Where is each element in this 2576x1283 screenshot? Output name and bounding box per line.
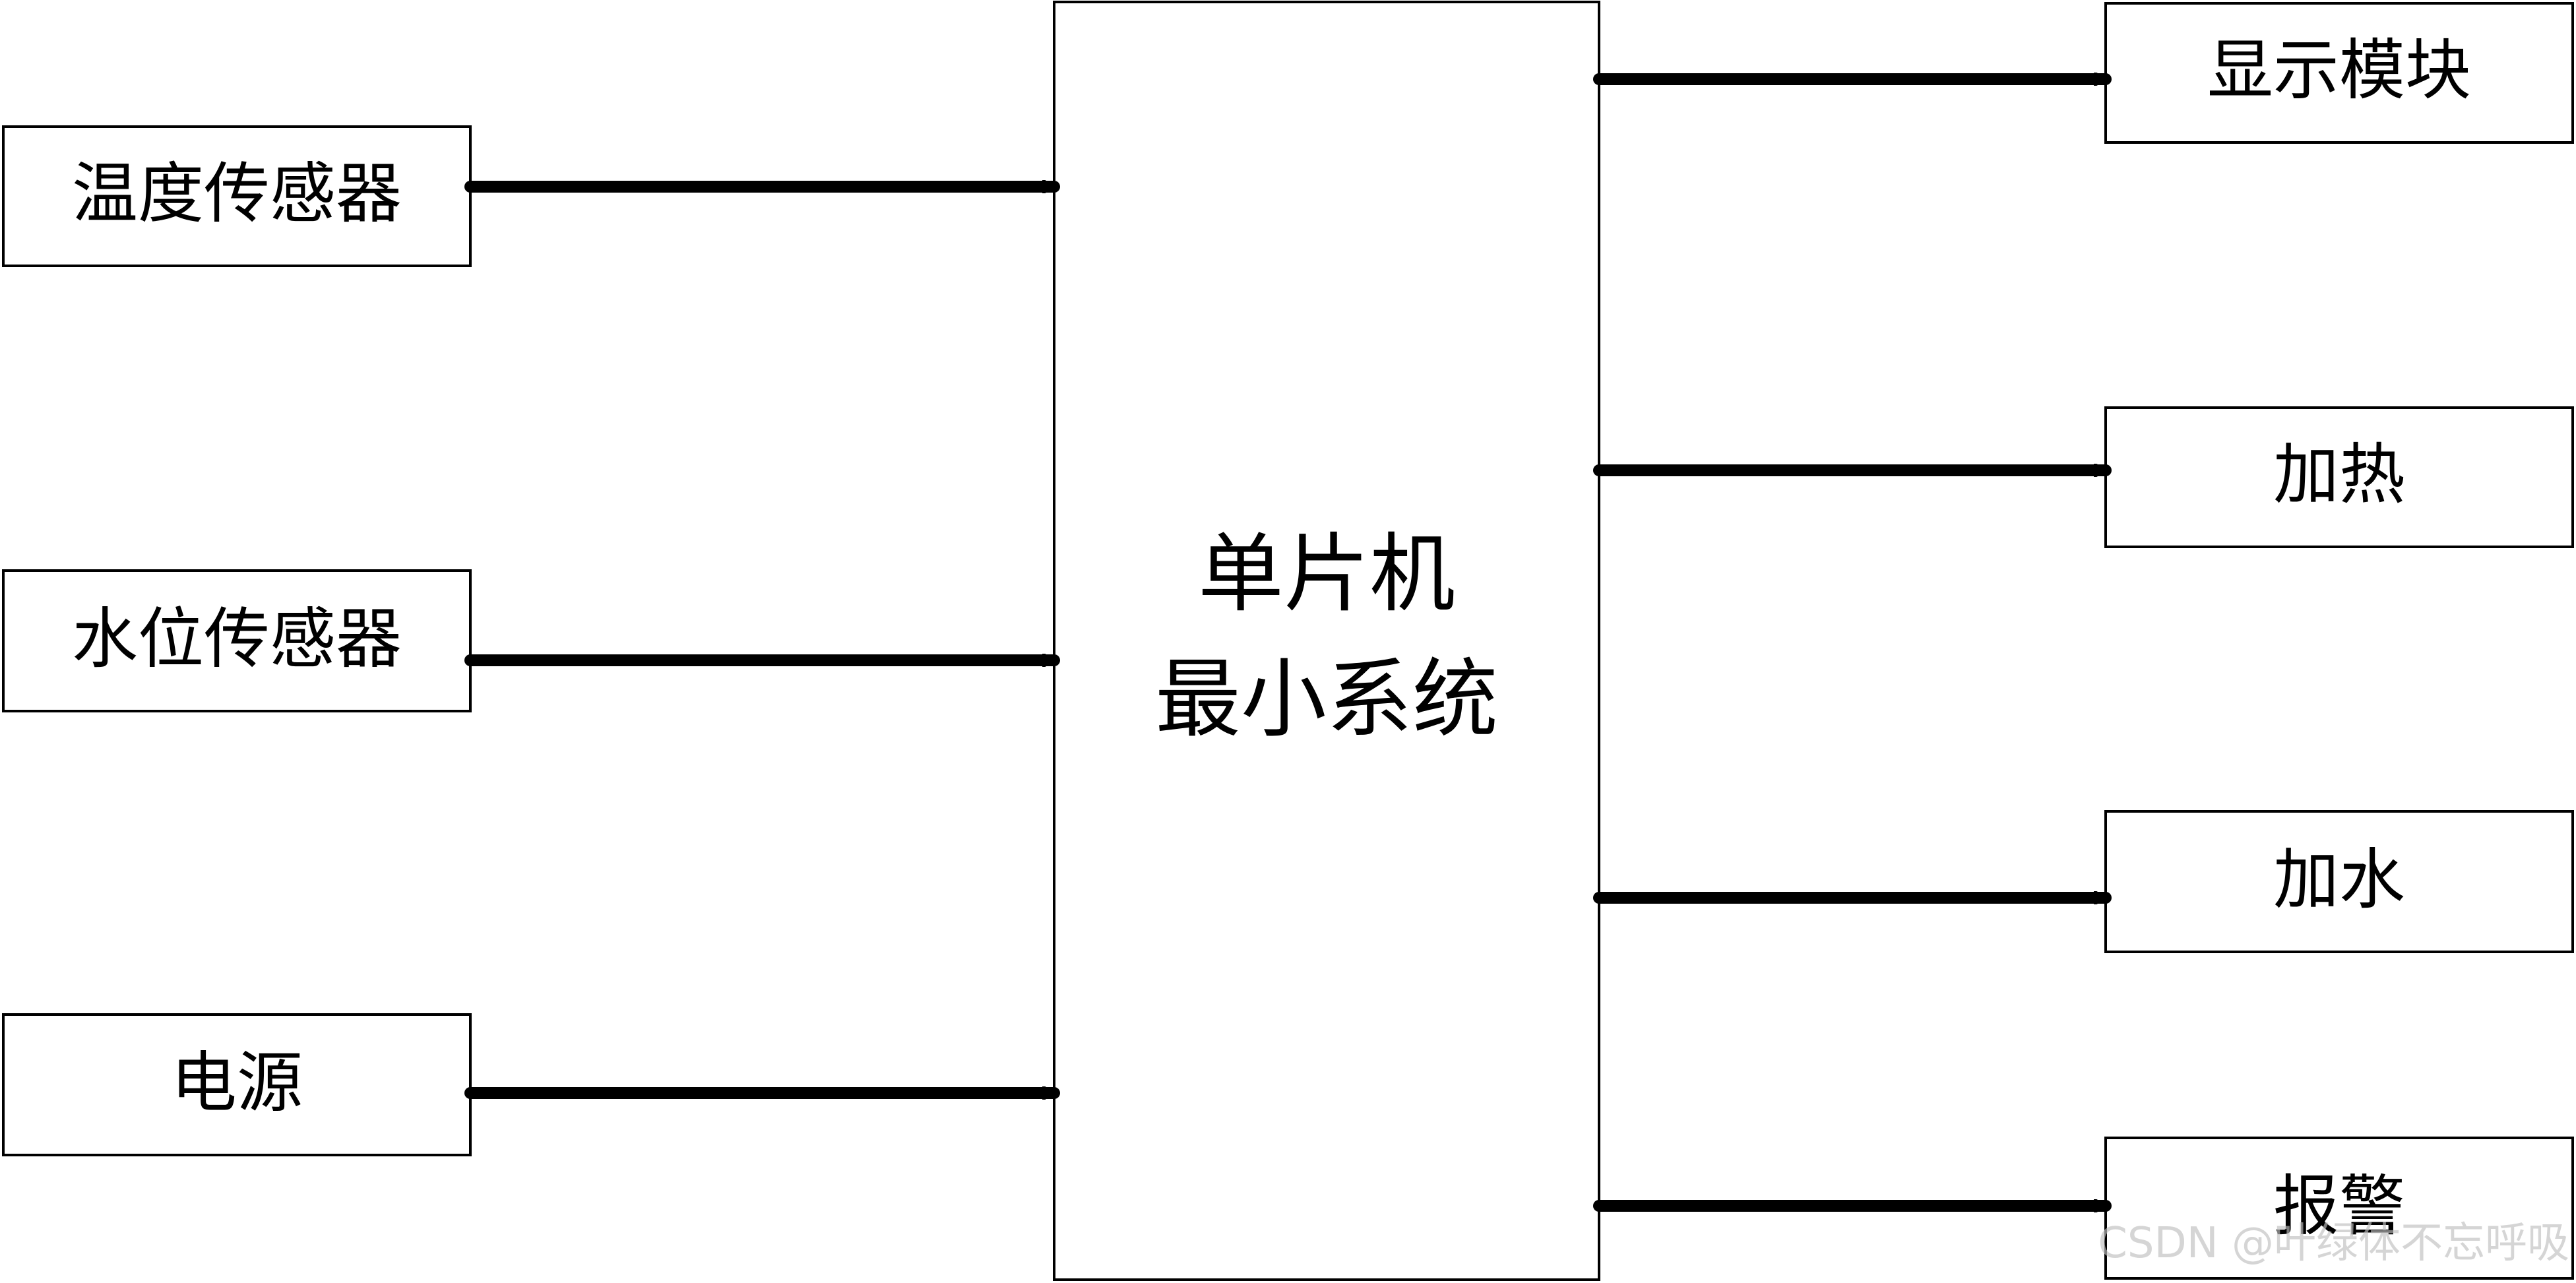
input-box-temperature-sensor: 温度传感器: [2, 125, 472, 267]
input-box-water-level-sensor: 水位传感器: [2, 569, 472, 712]
output-box-add-water: 加水: [2104, 810, 2574, 953]
output-box-display-module: 显示模块: [2104, 2, 2574, 144]
output-label-add-water: 加水: [2273, 841, 2405, 918]
output-label-display-module: 显示模块: [2207, 32, 2471, 109]
center-label-line1: 单片机: [1198, 524, 1455, 624]
center-box-mcu-minimum-system: 单片机 最小系统: [1053, 1, 1600, 1281]
csdn-watermark: CSDN @叶绿体不忘呼吸: [2098, 1219, 2569, 1268]
input-label-power-supply: 电源: [171, 1044, 303, 1121]
output-label-heating: 加热: [2273, 436, 2405, 513]
input-label-temperature-sensor: 温度传感器: [72, 155, 402, 232]
output-box-alarm: 报警: [2104, 1137, 2574, 1280]
input-label-water-level-sensor: 水位传感器: [72, 600, 402, 677]
input-box-power-supply: 电源: [2, 1013, 472, 1156]
output-label-alarm: 报警: [2273, 1168, 2405, 1245]
center-label-line2: 最小系统: [1155, 649, 1498, 749]
output-box-heating: 加热: [2104, 406, 2574, 548]
